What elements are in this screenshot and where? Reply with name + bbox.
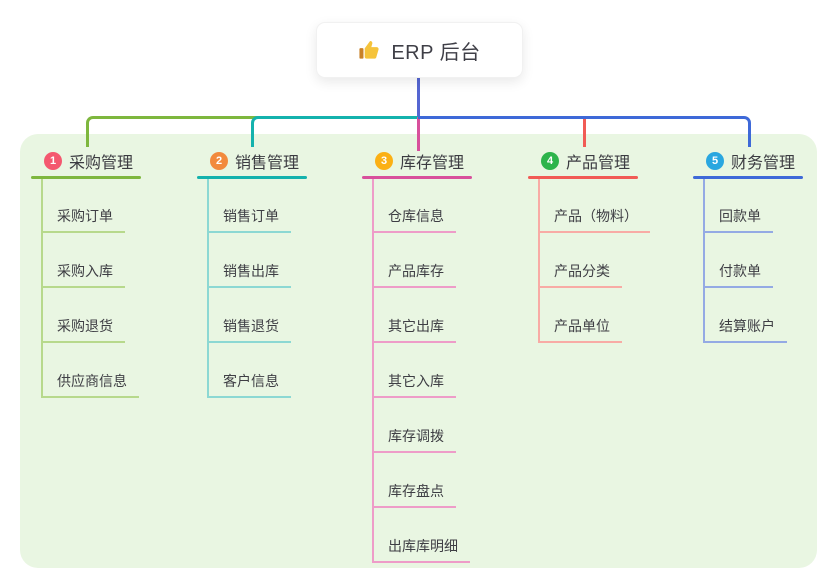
- node-other-outbound[interactable]: 其它出库: [372, 318, 456, 343]
- node-supplier-info[interactable]: 供应商信息: [41, 373, 139, 398]
- node-purchase-inbound[interactable]: 采购入库: [41, 263, 125, 288]
- node-other-inbound[interactable]: 其它入库: [372, 373, 456, 398]
- node-payment-bill[interactable]: 付款单: [703, 263, 773, 288]
- branch-finance: 5 财务管理 回款单 付款单 结算账户: [693, 150, 839, 343]
- connector-branch-3: [417, 117, 420, 151]
- branch-2-title: 销售管理: [235, 155, 300, 172]
- connector-branch-2: [251, 116, 420, 147]
- root-node[interactable]: ERP 后台: [316, 22, 523, 78]
- connector-branch-4: [583, 117, 586, 147]
- branch-4-underline: [528, 176, 638, 179]
- branch-sales-node[interactable]: 2 销售管理: [197, 150, 347, 172]
- branch-2-underline: [197, 176, 307, 179]
- node-purchase-return[interactable]: 采购退货: [41, 318, 125, 343]
- branch-5-badge: 5: [706, 152, 724, 170]
- branch-4-title: 产品管理: [566, 155, 631, 172]
- root-connector-line: [417, 78, 420, 117]
- branch-purchase: 1 采购管理 采购订单 采购入库 采购退货 供应商信息: [31, 150, 181, 398]
- node-outbound-detail[interactable]: 出库库明细: [372, 538, 470, 563]
- branch-4-badge: 4: [541, 152, 559, 170]
- node-customer-info[interactable]: 客户信息: [207, 373, 291, 398]
- branch-product: 4 产品管理 产品（物料） 产品分类 产品单位: [528, 150, 678, 343]
- node-purchase-order[interactable]: 采购订单: [41, 208, 125, 233]
- node-product-material[interactable]: 产品（物料）: [538, 208, 650, 233]
- thumbs-up-icon: [358, 39, 381, 62]
- node-stock-taking[interactable]: 库存盘点: [372, 483, 456, 508]
- branch-3-badge: 3: [375, 152, 393, 170]
- branch-product-node[interactable]: 4 产品管理: [528, 150, 678, 172]
- branch-inventory: 3 库存管理 仓库信息 产品库存 其它出库 其它入库 库存调拨 库存盘点 出库库…: [362, 150, 512, 563]
- node-stock-transfer[interactable]: 库存调拨: [372, 428, 456, 453]
- branch-3-tree-line: [372, 179, 374, 563]
- branch-finance-node[interactable]: 5 财务管理: [693, 150, 839, 172]
- branch-5-tree-line: [703, 179, 705, 343]
- branch-2-tree-line: [207, 179, 209, 398]
- branch-4-tree-line: [538, 179, 540, 343]
- node-sales-return[interactable]: 销售退货: [207, 318, 291, 343]
- branch-2-badge: 2: [210, 152, 228, 170]
- node-settlement-account[interactable]: 结算账户: [703, 318, 787, 343]
- node-product-stock[interactable]: 产品库存: [372, 263, 456, 288]
- connector-branch-5: [418, 116, 751, 147]
- node-warehouse-info[interactable]: 仓库信息: [372, 208, 456, 233]
- branch-1-badge: 1: [44, 152, 62, 170]
- branch-3-title: 库存管理: [400, 155, 465, 172]
- branch-1-title: 采购管理: [69, 155, 134, 172]
- branch-purchase-node[interactable]: 1 采购管理: [31, 150, 181, 172]
- node-sales-outbound[interactable]: 销售出库: [207, 263, 291, 288]
- branch-5-underline: [693, 176, 803, 179]
- branch-inventory-node[interactable]: 3 库存管理: [362, 150, 512, 172]
- branch-5-title: 财务管理: [731, 155, 796, 172]
- root-node-label: ERP 后台: [391, 41, 481, 64]
- branch-3-underline: [362, 176, 472, 179]
- node-product-unit[interactable]: 产品单位: [538, 318, 622, 343]
- node-product-category[interactable]: 产品分类: [538, 263, 622, 288]
- branch-sales: 2 销售管理 销售订单 销售出库 销售退货 客户信息: [197, 150, 347, 398]
- branch-1-underline: [31, 176, 141, 179]
- node-receipt-bill[interactable]: 回款单: [703, 208, 773, 233]
- branch-1-tree-line: [41, 179, 43, 398]
- node-sales-order[interactable]: 销售订单: [207, 208, 291, 233]
- branches-panel: [20, 134, 817, 568]
